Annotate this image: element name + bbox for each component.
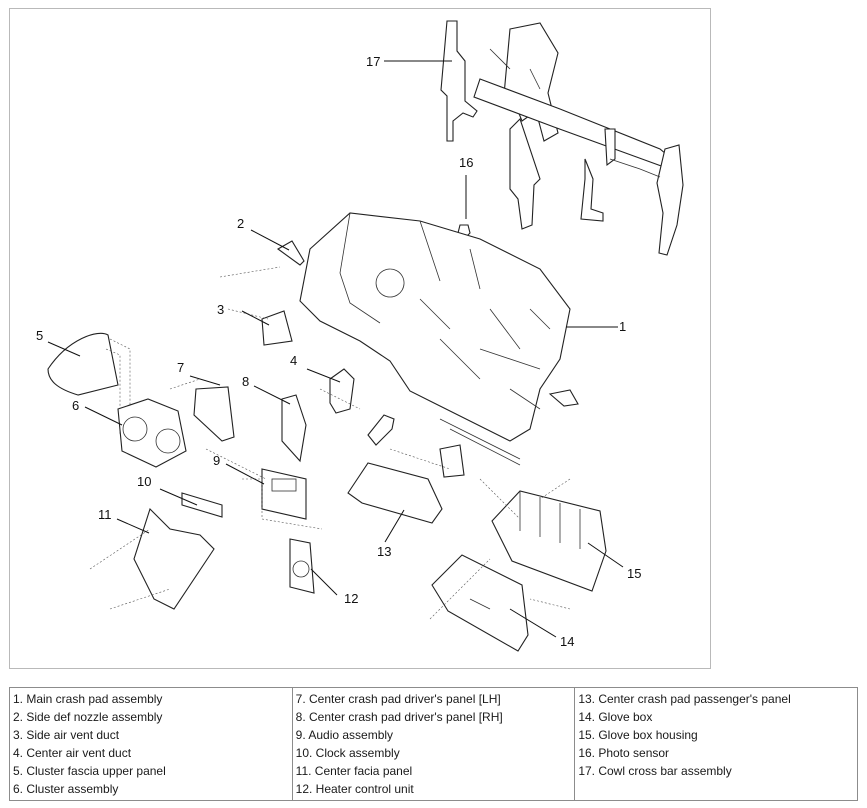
legend-item: 7. Center crash pad driver's panel [LH] — [295, 692, 501, 706]
legend-item: 3. Side air vent duct — [13, 728, 120, 742]
center-air-vent-duct-drawing — [329, 368, 355, 414]
callout-5: 5 — [36, 328, 43, 343]
side-def-nozzle-drawing — [276, 240, 305, 266]
callout-4: 4 — [290, 353, 297, 368]
cluster-assembly-drawing — [117, 398, 187, 468]
legend-item: 5. Cluster fascia upper panel — [13, 764, 166, 778]
cowl-cross-bar-drawing — [440, 20, 684, 256]
callout-7: 7 — [177, 360, 184, 375]
legend-item: 9. Audio assembly — [295, 728, 394, 742]
center-facia-panel-drawing — [133, 507, 215, 610]
audio-assembly-drawing — [242, 468, 323, 530]
legend-item: 14. Glove box — [578, 710, 653, 724]
legend-item: 17. Cowl cross bar assembly — [578, 764, 732, 778]
callout-10: 10 — [137, 474, 151, 489]
callout-3: 3 — [217, 302, 224, 317]
center-crash-pad-drivers-panel-rh-drawing — [281, 394, 307, 463]
callout-8: 8 — [242, 374, 249, 389]
exploded-diagram: 1 2 3 4 5 6 7 8 9 10 11 12 13 14 15 16 1… — [36, 20, 684, 652]
callout-13: 13 — [377, 544, 391, 559]
legend-item: 10. Clock assembly — [295, 746, 400, 760]
legend-item: 12. Heater control unit — [295, 782, 414, 796]
callout-6: 6 — [72, 398, 79, 413]
callout-1: 1 — [619, 319, 626, 334]
parts-legend-table: 1. Main crash pad assembly 2. Side def n… — [9, 687, 858, 801]
glove-box-drawing — [431, 554, 529, 652]
legend-column-3: 13. Center crash pad passenger's panel 1… — [574, 687, 858, 801]
center-crash-pad-drivers-panel-lh-drawing — [193, 386, 235, 442]
legend-item: 6. Cluster assembly — [13, 782, 119, 796]
callout-11: 11 — [98, 507, 112, 522]
legend-item: 2. Side def nozzle assembly — [13, 710, 163, 724]
legend-row: 1. Main crash pad assembly 2. Side def n… — [9, 687, 858, 801]
callout-14: 14 — [560, 634, 574, 649]
callout-2: 2 — [237, 216, 244, 231]
heater-control-unit-drawing — [289, 538, 315, 594]
callout-17: 17 — [366, 54, 380, 69]
callout-15: 15 — [627, 566, 641, 581]
legend-item: 11. Center facia panel — [295, 764, 413, 778]
legend-column-2: 7. Center crash pad driver's panel [LH] … — [291, 687, 576, 801]
legend-item: 16. Photo sensor — [578, 746, 670, 760]
main-crash-pad-drawing — [299, 212, 579, 466]
legend-item: 1. Main crash pad assembly — [13, 692, 163, 706]
legend-item: 13. Center crash pad passenger's panel — [578, 692, 791, 706]
glove-box-housing-drawing — [491, 490, 607, 592]
callout-16: 16 — [459, 155, 473, 170]
callout-labels: 1 2 3 4 5 6 7 8 9 10 11 12 13 14 15 16 1… — [36, 54, 641, 649]
side-air-vent-duct-drawing — [261, 310, 293, 346]
cluster-fascia-upper-panel-drawing — [47, 332, 119, 396]
legend-item: 15. Glove box housing — [578, 728, 698, 742]
legend-item: 4. Center air vent duct — [13, 746, 132, 760]
center-crash-pad-passengers-panel-drawing — [347, 462, 443, 524]
callout-leaders — [47, 60, 624, 638]
exploded-diagram-frame: 1 2 3 4 5 6 7 8 9 10 11 12 13 14 15 16 1… — [9, 8, 711, 669]
clock-assembly-drawing — [181, 492, 223, 518]
legend-item: 8. Center crash pad driver's panel [RH] — [295, 710, 503, 724]
legend-column-1: 1. Main crash pad assembly 2. Side def n… — [9, 687, 293, 801]
callout-12: 12 — [344, 591, 358, 606]
callout-9: 9 — [213, 453, 220, 468]
